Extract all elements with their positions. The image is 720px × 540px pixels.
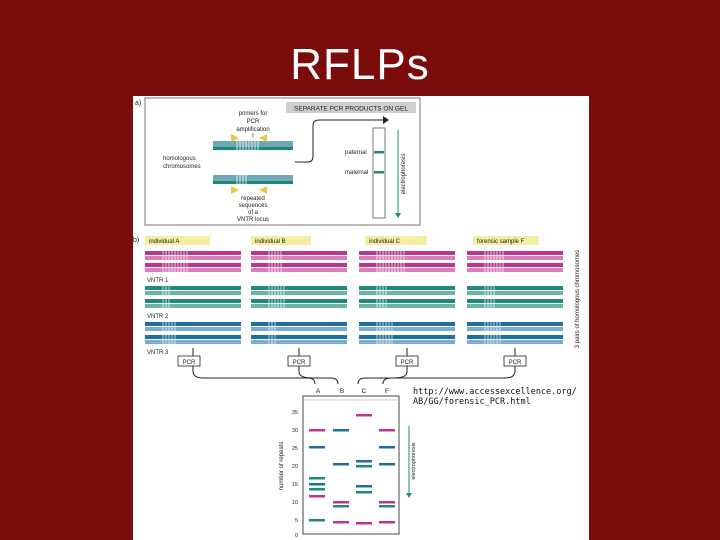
repeated-label-4: VNTR locus [237,217,269,223]
tick-25: 25 [292,446,298,452]
repeated-label-3: of a [248,210,259,216]
forensic-sample-label: forensic sample F [477,239,525,245]
individual-b-label: individual B [255,239,286,245]
gel-bands [309,414,395,525]
homologous-label-1: homologous [163,156,196,162]
panel-a-frame [144,97,421,226]
gel-ticks: 35 30 25 20 15 10 5 0 [292,410,298,539]
vntr-1-label: VNTR 1 [147,278,169,284]
band-maternal [374,171,384,174]
primers-label-2: PCR [247,119,260,125]
separate-header-bg [286,102,416,113]
repeat-region-bottom [236,175,247,184]
lane-c-label: C [362,388,367,395]
tick-10: 10 [292,500,298,506]
tick-30: 30 [292,428,298,434]
gel-y-label: number of repeats [279,442,285,491]
source-url[interactable]: http://www.accessexcellence.org/ AB/GG/f… [413,387,577,407]
chromosome-pairs [145,251,563,344]
vntr-diagram: a) SEPARATE PCR PRODUCTS ON GEL primers … [133,97,581,539]
vntr-2-label: VNTR 2 [147,314,169,320]
slide-title: RFLPs [290,40,430,89]
repeated-label-1: repeated [241,196,265,202]
tick-5: 5 [295,518,298,524]
individual-c-label: individual C [369,239,401,245]
primers-label-1: primers for [239,111,268,117]
separate-header: SEPARATE PCR PRODUCTS ON GEL [294,106,408,113]
pcr-label-a: PCR [183,360,196,366]
primer-arrows [231,134,267,194]
tick-35: 35 [292,410,298,416]
gel-electrophoresis-label: electrophoresis [411,442,417,480]
panel-a-letter: a) [135,100,141,107]
tick-15: 15 [292,482,298,488]
rflp-figure: a) SEPARATE PCR PRODUCTS ON GEL primers … [133,96,589,540]
panel-b-letter: b) [133,237,139,244]
repeat-region-top [236,141,259,150]
lane-b-label: B [340,388,344,395]
individual-a-label: individual A [149,239,179,245]
electrophoresis-label-a: electrophoresis [401,154,407,195]
homologous-pairs-label: 3 pairs of homologous chromosomes [575,250,581,348]
flow-arrow-a [295,119,383,163]
pcr-label-f: PCR [509,360,522,366]
individual-labels: individual A individual B individual C f… [145,236,539,245]
lane-f-label: F [385,388,389,395]
paternal-label: paternal [345,150,367,156]
homologous-label-2: chromosomes [163,164,201,170]
homologous-chromosome-top [213,141,293,150]
vntr-3-label: VNTR 3 [147,350,169,356]
pcr-label-c: PCR [401,360,414,366]
tick-0: 0 [295,533,298,539]
band-paternal [374,151,384,154]
lane-a-label: A [316,388,321,395]
repeated-label-2: sequences [238,203,267,209]
homologous-chromosome-bottom [213,175,293,184]
repeat-stripes [162,251,504,344]
tick-20: 20 [292,464,298,470]
pcr-label-b: PCR [293,360,306,366]
primers-label-3: amplification [236,127,269,133]
maternal-label: maternal [345,170,368,176]
pcr-connectors [192,348,516,385]
